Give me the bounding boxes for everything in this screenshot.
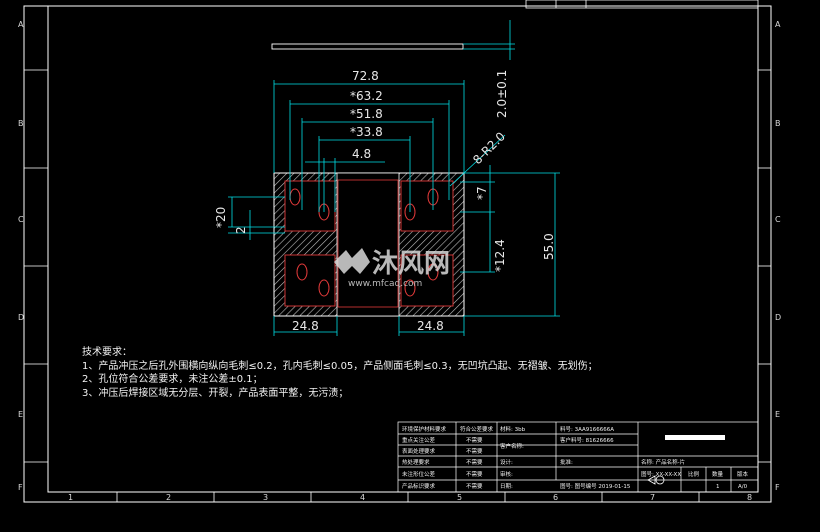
- row-label: F: [18, 483, 23, 492]
- row-labels-left: A B C D E F: [18, 20, 24, 492]
- dim-inner-holes: *51.8: [350, 107, 383, 121]
- svg-text:热处理要求: 热处理要求: [402, 458, 430, 466]
- col-label: 8: [747, 493, 752, 502]
- dim-overall-width: 72.8: [352, 69, 379, 83]
- column-labels: 1 2 3 4 5 6 7 8: [68, 493, 752, 502]
- watermark-url: www.mfcad.com: [348, 279, 422, 289]
- row-label: C: [18, 215, 24, 224]
- col-label: 5: [457, 493, 462, 502]
- svg-text:重点关注公差: 重点关注公差: [402, 436, 436, 444]
- svg-text:不需要: 不需要: [466, 471, 483, 478]
- row-label: A: [18, 20, 24, 29]
- row-label: E: [775, 410, 780, 419]
- projection-symbol-icon: [647, 475, 665, 485]
- dim-outer-holes: *63.2: [350, 89, 383, 103]
- svg-text:审核:: 审核:: [500, 470, 513, 478]
- dim-slot-height: *7: [475, 186, 489, 200]
- dim-right-mid: *12.4: [493, 239, 507, 272]
- dim-bottom-left: 24.8: [292, 319, 319, 333]
- svg-text:日期:: 日期:: [500, 483, 513, 490]
- dim-thickness: 2.0±0.1: [495, 70, 509, 118]
- svg-text:图号: XX-XX-XX: 图号: XX-XX-XX: [641, 470, 681, 478]
- title-logo-bar: [665, 435, 725, 440]
- technical-notes: 技术要求： 1、产品冲压之后孔外围横向纵向毛刺≤0.2，孔内毛刺≤0.05，产品…: [82, 346, 598, 400]
- part-front-view: [273, 172, 465, 317]
- svg-text:比例: 比例: [688, 470, 700, 478]
- dim-hole-center: *33.8: [350, 125, 383, 139]
- svg-text:不需要: 不需要: [466, 437, 483, 444]
- watermark: 沐风网 www.mfcad.com: [334, 248, 450, 289]
- col-label: 7: [650, 493, 655, 502]
- watermark-brand: 沐风网: [372, 249, 450, 279]
- dim-left-small: 2: [234, 226, 248, 234]
- svg-text:未注形位公差: 未注形位公差: [402, 470, 436, 478]
- side-view-plate: [271, 43, 464, 50]
- title-block: [397, 421, 759, 493]
- row-label: C: [775, 215, 781, 224]
- row-label: F: [775, 483, 780, 492]
- svg-text:数量: 数量: [712, 470, 724, 478]
- dim-radius: 8-R2.0: [470, 129, 508, 167]
- dimension-lines: [228, 80, 560, 336]
- title-block-text: 环境保护材料要求 重点关注公差 表面处理要求 热处理要求 未注形位公差 产品标识…: [402, 425, 749, 490]
- svg-text:1: 1: [716, 484, 720, 490]
- top-revision-block: [525, 0, 759, 9]
- col-label: 6: [553, 493, 558, 502]
- row-label: D: [775, 313, 781, 322]
- svg-text:环境保护材料要求: 环境保护材料要求: [402, 425, 447, 433]
- svg-text:版本: 版本: [737, 470, 749, 478]
- svg-text:料号: 3AA9166666A: 料号: 3AA9166666A: [560, 425, 614, 433]
- row-label: E: [18, 410, 23, 419]
- dim-left-height: *20: [214, 207, 228, 228]
- svg-text:不需要: 不需要: [466, 459, 483, 466]
- col-label: 1: [68, 493, 73, 502]
- svg-text:A/0: A/0: [738, 484, 748, 490]
- col-label: 3: [263, 493, 268, 502]
- svg-text:不需要: 不需要: [466, 483, 483, 490]
- dim-bottom-right: 24.8: [417, 319, 444, 333]
- row-label: B: [775, 119, 781, 128]
- dim-slot-width: 4.8: [352, 147, 371, 161]
- col-label: 4: [360, 493, 365, 502]
- svg-text:设计:: 设计:: [500, 458, 513, 466]
- svg-text:表面处理要求: 表面处理要求: [402, 447, 436, 455]
- row-label: B: [18, 119, 24, 128]
- row-labels-right: A B C D E F: [775, 20, 781, 492]
- notes-line-1: 1、产品冲压之后孔外围横向纵向毛刺≤0.2，孔内毛刺≤0.05，产品侧面毛刺≤0…: [82, 360, 598, 372]
- notes-line-3: 3、冲压后焊接区域无分层、开裂，产品表面平整，无污渍；: [82, 387, 349, 399]
- svg-text:客户料号: 81626666: 客户料号: 81626666: [560, 436, 614, 444]
- svg-text:符合公差要求: 符合公差要求: [460, 425, 494, 433]
- svg-text:名称: 产品名称-片: 名称: 产品名称-片: [641, 458, 685, 466]
- svg-text:材料: 3bb: 材料: 3bb: [500, 425, 526, 433]
- notes-line-2: 2、孔位符合公差要求，未注公差±0.1；: [82, 374, 263, 385]
- svg-text:产品标识要求: 产品标识要求: [402, 482, 436, 490]
- col-label: 2: [166, 493, 171, 502]
- row-label: D: [18, 313, 24, 322]
- dim-total-height: 55.0: [542, 233, 556, 260]
- svg-text:不需要: 不需要: [466, 448, 483, 455]
- svg-text:图号: 图号编号 2019-01-15: 图号: 图号编号 2019-01-15: [560, 482, 631, 490]
- svg-text:批准:: 批准:: [560, 458, 573, 466]
- watermark-logo-icon: [334, 248, 370, 274]
- row-label: A: [775, 20, 781, 29]
- notes-heading: 技术要求：: [82, 347, 132, 358]
- thickness-dimension: [463, 20, 515, 60]
- svg-text:客户名称:: 客户名称:: [500, 442, 524, 450]
